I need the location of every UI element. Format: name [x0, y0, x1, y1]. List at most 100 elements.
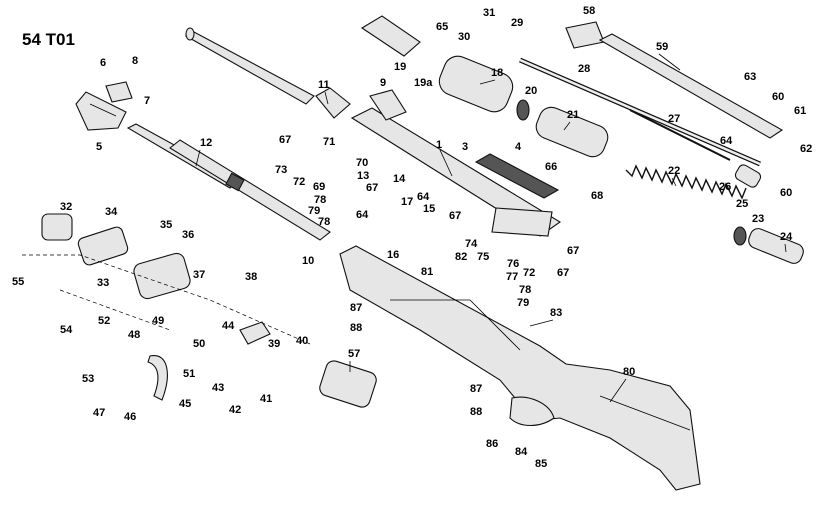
label-76: 76	[507, 258, 519, 270]
label-51: 51	[183, 368, 195, 380]
label-82: 82	[455, 251, 467, 263]
label-86: 86	[486, 438, 498, 450]
cocking-arm-tube	[360, 15, 421, 57]
label-67d: 67	[567, 245, 579, 257]
guide-rod-28	[519, 57, 761, 167]
label-78b: 78	[318, 216, 330, 228]
label-78a: 78	[314, 194, 326, 206]
label-48: 48	[128, 329, 140, 341]
front-sight-9	[369, 89, 407, 121]
label-62: 62	[800, 143, 812, 155]
label-31: 31	[483, 7, 495, 19]
label-73: 73	[275, 164, 287, 176]
label-67b: 67	[366, 182, 378, 194]
diagram-title: 54 T01	[22, 30, 75, 49]
label-43: 43	[212, 382, 224, 394]
seal-20	[516, 99, 530, 121]
label-6: 6	[100, 57, 106, 69]
label-35: 35	[160, 219, 172, 231]
label-24: 24	[780, 231, 793, 243]
barrel-upper	[184, 27, 315, 105]
scope-base-37	[133, 252, 191, 300]
muzzle-brake-5	[75, 91, 127, 131]
label-18: 18	[491, 67, 503, 79]
label-58: 58	[583, 5, 595, 17]
label-88b: 88	[470, 406, 482, 418]
label-23: 23	[752, 213, 764, 225]
air-cylinder-18	[438, 55, 514, 113]
stock-80	[339, 245, 701, 491]
label-54: 54	[60, 324, 73, 336]
label-4: 4	[515, 141, 522, 153]
label-45: 45	[179, 398, 191, 410]
label-34: 34	[105, 206, 118, 218]
label-21: 21	[567, 109, 579, 121]
label-33: 33	[97, 277, 109, 289]
compression-tube-1	[350, 107, 562, 237]
label-27: 27	[668, 113, 680, 125]
label-68: 68	[591, 190, 603, 202]
label-11: 11	[318, 79, 330, 91]
label-37: 37	[193, 269, 205, 281]
front-sight-insert-7	[105, 81, 133, 103]
safety-57	[319, 360, 377, 408]
label-5: 5	[96, 141, 102, 153]
rear-sight-rail-3	[474, 153, 560, 199]
label-63: 63	[744, 71, 756, 83]
label-78c: 78	[519, 284, 531, 296]
barrel-shroud-12	[126, 123, 331, 241]
label-22: 22	[668, 165, 680, 177]
label-57: 57	[348, 348, 360, 360]
label-41: 41	[260, 393, 272, 405]
cheek-rail-58	[565, 21, 605, 49]
label-30: 30	[458, 31, 470, 43]
label-19: 19	[394, 61, 406, 73]
label-9: 9	[380, 77, 386, 89]
label-28: 28	[578, 63, 590, 75]
label-83: 83	[550, 307, 562, 319]
label-39: 39	[268, 338, 280, 350]
label-77: 77	[506, 271, 518, 283]
trigger-guard-84	[509, 396, 555, 427]
label-67c: 67	[449, 210, 461, 222]
washer-23	[733, 226, 747, 246]
label-13: 13	[357, 170, 369, 182]
leader-lines	[195, 53, 787, 403]
sight-body-33	[77, 226, 129, 266]
label-55: 55	[12, 276, 24, 288]
label-88a: 88	[350, 322, 362, 334]
label-66: 66	[545, 161, 557, 173]
label-26: 26	[719, 181, 731, 193]
label-12: 12	[200, 137, 212, 149]
label-69: 69	[313, 181, 325, 193]
label-71: 71	[323, 136, 335, 148]
label-87b: 87	[470, 383, 482, 395]
label-32: 32	[60, 201, 72, 213]
label-49: 49	[152, 315, 164, 327]
label-16: 16	[387, 249, 399, 261]
label-47: 47	[93, 407, 105, 419]
part-labels: 1 3 4 5 6 7 8 9 10 11 12 13 14 15 16 17 …	[12, 5, 812, 470]
label-7: 7	[144, 95, 150, 107]
trigger-block-25	[734, 164, 762, 188]
label-80: 80	[623, 366, 635, 378]
label-64a: 64	[720, 135, 733, 147]
label-14: 14	[393, 173, 406, 185]
label-42: 42	[229, 404, 241, 416]
label-8: 8	[132, 55, 138, 67]
label-25: 25	[736, 198, 748, 210]
label-3: 3	[462, 141, 468, 153]
label-72b: 72	[523, 267, 535, 279]
label-79a: 79	[308, 205, 320, 217]
breech-block-11	[315, 87, 351, 119]
sight-housing-32	[41, 213, 73, 241]
label-70: 70	[356, 157, 368, 169]
label-85: 85	[535, 458, 547, 470]
cocking-rod-27	[629, 109, 731, 161]
label-74: 74	[465, 238, 478, 250]
mainspring-22	[625, 164, 747, 200]
label-50: 50	[193, 338, 205, 350]
label-67a: 67	[279, 134, 291, 146]
label-81: 81	[421, 266, 433, 278]
